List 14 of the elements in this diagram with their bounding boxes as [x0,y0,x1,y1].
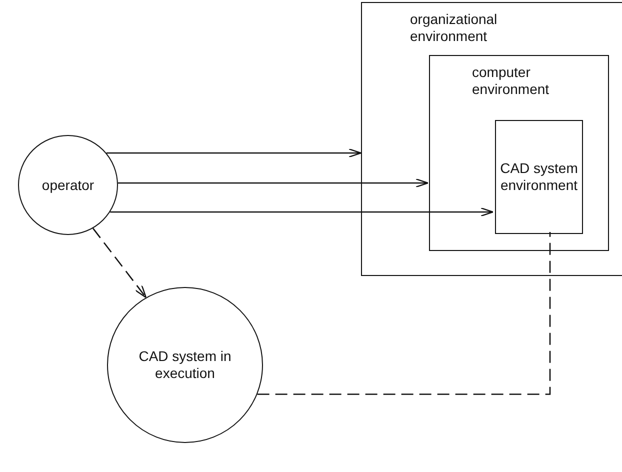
actor-circle [18,135,118,235]
node-label: organizational environment [410,11,498,45]
node-label: CAD system environment [499,160,579,194]
environment-box [495,120,583,234]
environment-box [429,55,609,251]
process-circle [107,287,263,443]
arrow [110,207,494,217]
node-label: CAD system in execution [138,348,232,382]
node-label: operator [40,176,96,194]
arrow [118,178,429,188]
arrow [92,228,147,298]
node-label: computer environment [472,64,550,98]
environment-box [361,2,622,276]
arrow [106,148,362,158]
